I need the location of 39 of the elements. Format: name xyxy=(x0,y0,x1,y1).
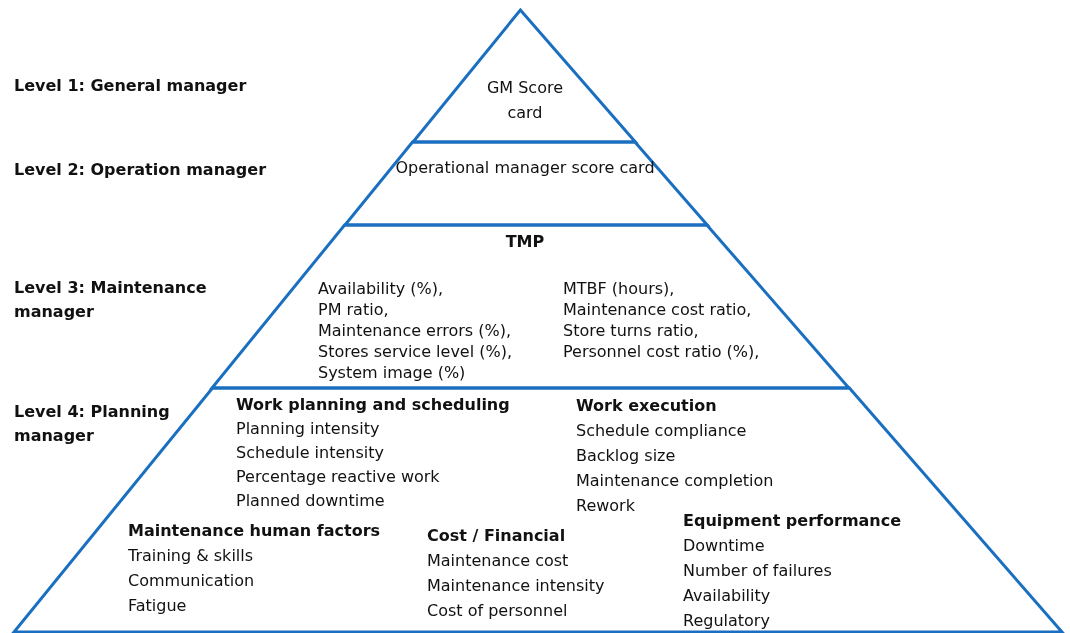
metric-item: Personnel cost ratio (%), xyxy=(563,341,761,362)
group-heading: Cost / Financial xyxy=(427,525,567,547)
tier-title: GM Score card xyxy=(485,77,565,124)
metric-item: Planning intensity xyxy=(236,418,381,440)
metric-item: Maintenance errors (%), xyxy=(318,320,513,341)
group-heading: Equipment performance xyxy=(683,510,903,532)
metric-item: Communication xyxy=(128,570,256,592)
metric-item: Maintenance intensity xyxy=(427,575,606,597)
metric-item: Schedule compliance xyxy=(576,420,748,442)
metric-item: Regulatory xyxy=(683,610,771,632)
metric-item: Maintenance completion xyxy=(576,470,775,492)
metric-item: Percentage reactive work xyxy=(236,466,441,488)
level-label: Level 2: Operation manager xyxy=(14,159,267,181)
metric-item: Planned downtime xyxy=(236,490,386,512)
tier-title: Operational manager score card xyxy=(395,157,655,179)
metric-item: Availability xyxy=(683,585,772,607)
metric-item: System image (%) xyxy=(318,362,467,383)
metric-item: Maintenance cost xyxy=(427,550,570,572)
level-label: Level 4: Planning manager xyxy=(14,401,171,447)
metric-item: Store turns ratio, xyxy=(563,320,700,341)
metric-item: MTBF (hours), xyxy=(563,278,676,299)
group-heading: TMP xyxy=(504,231,546,253)
metric-item: Cost of personnel xyxy=(427,600,569,622)
metric-item: Stores service level (%), xyxy=(318,341,513,362)
level-label: Level 1: General manager xyxy=(14,75,248,97)
metric-item: Schedule intensity xyxy=(236,442,385,464)
group-heading: Work planning and scheduling xyxy=(236,394,511,416)
group-heading: Maintenance human factors xyxy=(128,520,382,542)
metric-item: Number of failures xyxy=(683,560,833,582)
metric-item: Training & skills xyxy=(128,545,255,567)
metric-item: Backlog size xyxy=(576,445,677,467)
metric-item: Downtime xyxy=(683,535,766,557)
metric-item: Rework xyxy=(576,495,636,517)
metric-item: Fatigue xyxy=(128,595,188,617)
metric-item: Availability (%), xyxy=(318,278,445,299)
level-label: Level 3: Maintenance manager xyxy=(14,277,208,323)
metric-item: Maintenance cost ratio, xyxy=(563,299,753,320)
group-heading: Work execution xyxy=(576,395,718,417)
metric-item: PM ratio, xyxy=(318,299,390,320)
